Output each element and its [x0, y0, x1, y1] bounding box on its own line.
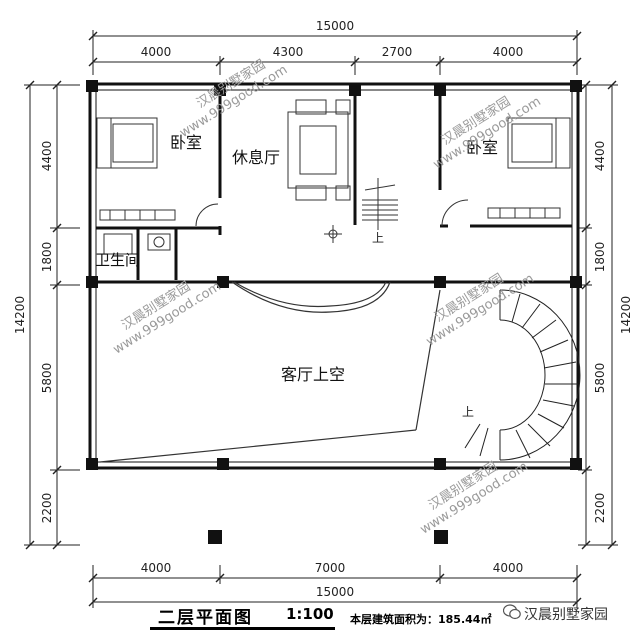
- room-label-bedroom-left: 卧室: [170, 133, 202, 152]
- dim-bottom-total: 15000: [316, 585, 354, 599]
- dim-left-total: 14200: [13, 296, 27, 334]
- brand-name: 汉晨别墅家园: [524, 607, 608, 623]
- dim-right-seg-3: 5800: [593, 363, 607, 394]
- dim-top-seg-2: 4300: [273, 45, 304, 59]
- plan-title: 二层平面图: [158, 608, 253, 628]
- exterior-wall: [88, 82, 580, 470]
- dim-bottom-seg-3: 4000: [493, 561, 524, 575]
- room-label-bedroom-right: 卧室: [466, 138, 498, 157]
- dim-right-seg-1: 4400: [593, 141, 607, 172]
- dim-left-seg-3: 5800: [40, 363, 54, 394]
- dim-left-seg-2: 1800: [40, 242, 54, 273]
- dim-top-seg-1: 4000: [141, 45, 172, 59]
- floor-area-label: 本层建筑面积为：185.44㎡: [350, 613, 492, 626]
- dim-right-seg-4: 2200: [593, 493, 607, 524]
- dim-right-total: 14200: [619, 296, 633, 334]
- stair-up-label-spiral: 上: [462, 405, 474, 419]
- plan-scale: 1:100: [286, 605, 334, 623]
- dim-bottom-seg-1: 4000: [141, 561, 172, 575]
- dim-right-seg-2: 1800: [593, 242, 607, 273]
- stair-up-label-upper: 上: [372, 231, 384, 245]
- wechat-logo-icon: [503, 604, 521, 620]
- room-label-living-void: 客厅上空: [281, 365, 345, 384]
- watermarks: 汉晨别墅家园 www.999good.com 汉晨别墅家园 www.999goo…: [111, 56, 544, 537]
- dim-top-total: 15000: [316, 19, 354, 33]
- dim-left-seg-1: 4400: [40, 141, 54, 172]
- spiral-staircase: [464, 289, 581, 461]
- dim-bottom-seg-2: 7000: [315, 561, 346, 575]
- balcony-curve: [231, 281, 391, 313]
- dim-left-seg-4: 2200: [40, 493, 54, 524]
- title-underline: [150, 627, 335, 630]
- room-label-bathroom: 卫生间: [95, 251, 140, 269]
- dim-top-seg-4: 4000: [493, 45, 524, 59]
- room-label-lounge: 休息厅: [232, 148, 280, 167]
- dim-top-seg-3: 2700: [382, 45, 413, 59]
